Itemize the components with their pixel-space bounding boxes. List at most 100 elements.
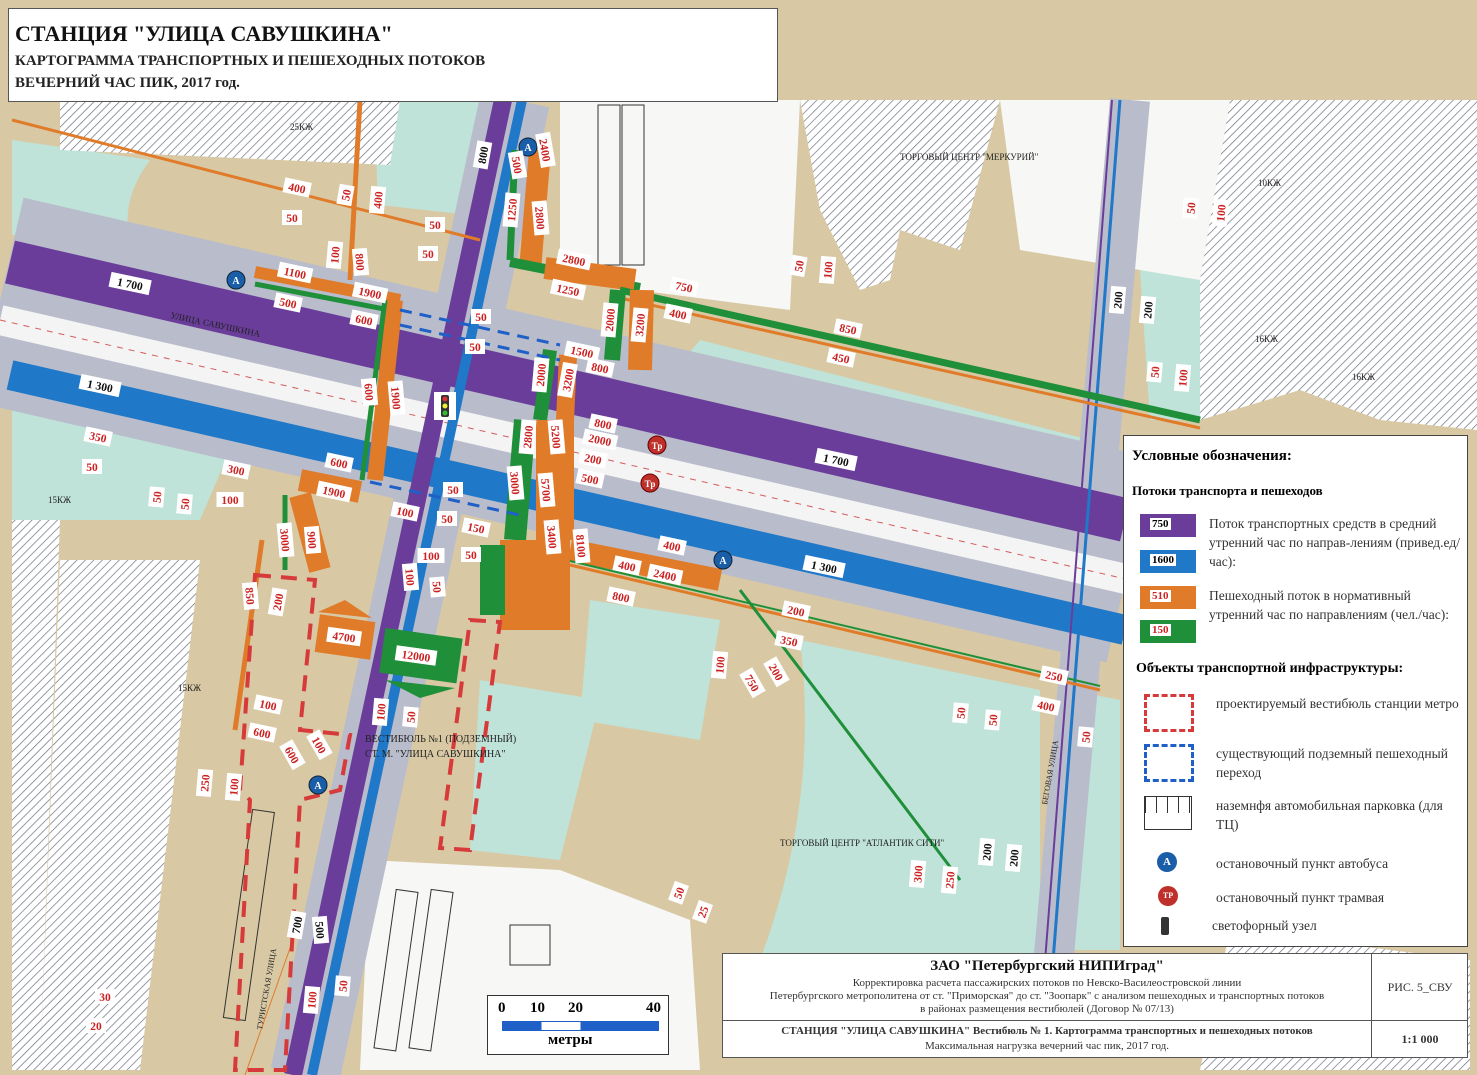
- pedestrian-flow-label: 100: [417, 548, 445, 563]
- svg-text:50: 50: [956, 707, 969, 720]
- desc-line: в районах размещения вестибюлей (Договор…: [920, 1003, 1174, 1015]
- legend: Условные обозначения: Потоки транспорта …: [1123, 435, 1468, 947]
- svg-text:600: 600: [354, 313, 374, 328]
- parking-lots: [222, 104, 645, 1052]
- pedestrian-flow-label: 1900: [315, 480, 353, 503]
- scale-tick: 10: [530, 1000, 545, 1016]
- pedestrian-flow-label: 500: [273, 292, 303, 313]
- svg-text:500: 500: [312, 921, 325, 939]
- pedestrian-flow-label: 50: [176, 493, 193, 515]
- map-label-vestibule-line2: СТ. М. "УЛИЦА САВУШКИНА": [365, 749, 506, 760]
- pedestrian-flow-label: 50: [952, 702, 969, 724]
- legend-tram: остановочный пункт трамвая: [1216, 890, 1385, 905]
- pedestrian-flow-label: 50: [429, 576, 446, 598]
- legend-traffic-light: светофорный узел: [1212, 918, 1317, 933]
- pedestrian-flow-label: 5200: [547, 419, 566, 455]
- svg-text:2000: 2000: [587, 433, 612, 450]
- pedestrian-flow-label: 100: [1173, 363, 1192, 393]
- scale-bar-graphic: [502, 1021, 659, 1031]
- svg-text:1500: 1500: [569, 345, 594, 362]
- svg-text:20: 20: [90, 1021, 102, 1033]
- svg-text:2000: 2000: [535, 363, 549, 387]
- pedestrian-flow-label: 400: [612, 555, 642, 576]
- map-label-block-25kj: 25КЖ: [290, 122, 314, 132]
- pedestrian-flow-label: 200: [781, 600, 811, 621]
- vestibule-outlines: [232, 572, 503, 1072]
- svg-text:50: 50: [441, 514, 453, 526]
- svg-text:А: А: [232, 276, 240, 287]
- legend-bus: остановочный пункт автобуса: [1216, 856, 1389, 871]
- desc-line: Петербургского метрополитена от ст. "При…: [769, 990, 1325, 1002]
- map-label-mall-mercury: ТОРГОВЫЙ ЦЕНТР "МЕРКУРИЙ": [900, 152, 1039, 162]
- pedestrian-flow-label: 600: [247, 722, 277, 743]
- swatch-label: 150: [1150, 624, 1171, 636]
- svg-text:3000: 3000: [277, 528, 291, 552]
- svg-text:600: 600: [329, 456, 349, 471]
- svg-text:3000: 3000: [507, 471, 521, 495]
- svg-text:30: 30: [99, 992, 111, 1004]
- pedestrian-flow-label: 750: [669, 276, 699, 297]
- pedestrian-flow-label: 20: [86, 1018, 106, 1033]
- pedestrian-flow-label: 50: [984, 709, 1001, 731]
- svg-text:450: 450: [831, 351, 851, 366]
- legend-vestibule: проектируемый вестибюль станции метро: [1216, 696, 1459, 711]
- sheet-line: СТАНЦИЯ "УЛИЦА САВУШКИНА" Вестибюль № 1.…: [781, 1025, 1313, 1037]
- svg-text:50: 50: [1081, 731, 1094, 744]
- map-label-block-16kj-a: 16КЖ: [1255, 334, 1279, 344]
- swatch-label: 1600: [1150, 554, 1176, 566]
- pedestrian-flow-label: 50: [668, 880, 689, 905]
- svg-text:50: 50: [286, 213, 298, 225]
- bus-stop-icon: А: [226, 270, 246, 290]
- svg-text:3200: 3200: [561, 368, 577, 393]
- vehicle-flow-label: 200: [1004, 843, 1023, 873]
- sheet-title: СТАНЦИЯ "УЛИЦА САВУШКИНА" Вестибюль № 1.…: [723, 1024, 1371, 1054]
- pedestrian-flow-label: 1250: [502, 192, 521, 228]
- pedestrian-flow-label: 850: [833, 318, 863, 339]
- pedestrian-flow-label: 100: [401, 562, 420, 592]
- page-title: СТАНЦИЯ "УЛИЦА САВУШКИНА": [15, 21, 393, 46]
- svg-text:1 300: 1 300: [86, 378, 114, 395]
- legend-swatch-ped-green: 150: [1140, 620, 1196, 643]
- svg-text:500: 500: [278, 296, 298, 311]
- svg-text:2800: 2800: [561, 253, 586, 270]
- pedestrian-flow-label: 12000: [394, 645, 438, 666]
- legend-swatch-vehicle-purple: 750: [1140, 514, 1196, 537]
- map-label-mall-atlantic: ТОРГОВЫЙ ЦЕНТР "АТЛАНТИК СИТИ": [780, 838, 944, 848]
- svg-text:250: 250: [199, 774, 212, 792]
- pedestrian-flow-label: 100: [253, 694, 283, 715]
- svg-text:2400: 2400: [536, 138, 552, 163]
- svg-text:350: 350: [779, 634, 799, 649]
- svg-text:А: А: [719, 556, 727, 567]
- svg-text:5200: 5200: [548, 425, 562, 449]
- map-label-block-15kj-a: 15КЖ: [48, 495, 72, 505]
- pedestrian-flow-label: 2400: [646, 563, 684, 586]
- svg-text:300: 300: [912, 865, 925, 883]
- svg-text:100: 100: [228, 778, 241, 796]
- pedestrian-flow-label: 600: [324, 452, 354, 473]
- pedestrian-flow-label: 2000: [531, 357, 550, 393]
- svg-text:100: 100: [1215, 204, 1228, 222]
- svg-text:400: 400: [617, 559, 637, 574]
- svg-text:200: 200: [1142, 301, 1155, 319]
- divider: [723, 1020, 1467, 1021]
- svg-text:А: А: [524, 143, 532, 154]
- pedestrian-flow-label: 2000: [581, 428, 619, 451]
- pedestrian-flow-label: 350: [774, 630, 804, 651]
- vehicle-flow-label: 1 700: [108, 271, 152, 296]
- pedestrian-flow-label: 50: [1182, 197, 1199, 219]
- bus-stop-icon: А: [518, 137, 538, 157]
- pedestrian-flow-label: 800: [588, 413, 618, 434]
- project-description: Корректировка расчета пассажирских поток…: [723, 977, 1371, 1016]
- pedestrian-flow-label: 600: [349, 309, 379, 330]
- svg-text:800: 800: [352, 253, 365, 271]
- svg-text:3200: 3200: [634, 313, 648, 337]
- svg-text:50: 50: [338, 980, 351, 993]
- svg-text:50: 50: [447, 485, 459, 497]
- svg-text:400: 400: [668, 307, 688, 322]
- svg-text:50: 50: [465, 550, 477, 562]
- pedestrian-flow-label: 100: [710, 650, 729, 680]
- pedestrian-flow-label: 50: [336, 183, 355, 207]
- svg-text:800: 800: [477, 145, 492, 164]
